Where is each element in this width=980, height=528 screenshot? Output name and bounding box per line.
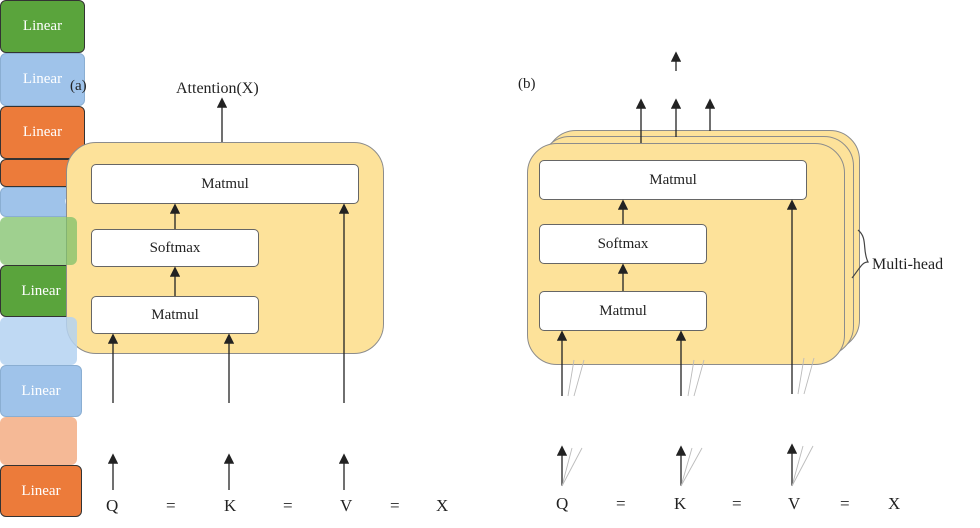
panel-a-label: (a) (70, 78, 87, 94)
matmul-bottom-box-b: Matmul (539, 291, 707, 331)
matmul-top-box-a: Matmul (91, 164, 359, 204)
q-symbol-b: Q (556, 494, 569, 513)
k-symbol-a: K (224, 496, 237, 515)
linear-v-box-b: Linear (0, 465, 82, 517)
attention-output-label: Attention(X) (176, 80, 259, 97)
linear-v-shadow-b (0, 417, 77, 465)
softmax-box-b: Softmax (539, 224, 707, 264)
linear-v-box-a: Linear (0, 106, 85, 159)
equals-sign-a-3: = (390, 496, 400, 515)
linear-k-box-a: Linear (0, 53, 85, 106)
head-fan-lines (561, 357, 815, 487)
panel-b-label: (b) (518, 76, 536, 92)
linear-q-box-a: Linear (0, 0, 85, 53)
linear-q-shadow-b (0, 217, 77, 265)
v-symbol-a: V (340, 496, 353, 515)
q-symbol-a: Q (106, 496, 119, 515)
equals-sign-b-3: = (840, 494, 850, 513)
k-symbol-b: K (674, 494, 687, 513)
equals-sign-a-2: = (283, 496, 293, 515)
matmul-bottom-box-a: Matmul (91, 296, 259, 334)
multihead-brace (851, 229, 869, 279)
equals-sign-b-1: = (616, 494, 626, 513)
equals-sign-b-2: = (732, 494, 742, 513)
x-symbol-b: X (888, 494, 901, 513)
x-symbol-a: X (436, 496, 449, 515)
linear-k-box-b: Linear (0, 365, 82, 417)
linear-k-shadow-b (0, 317, 77, 365)
matmul-top-box-b: Matmul (539, 160, 807, 200)
multihead-label: Multi-head (872, 256, 944, 273)
v-symbol-b: V (788, 494, 801, 513)
equals-sign-a-1: = (166, 496, 176, 515)
